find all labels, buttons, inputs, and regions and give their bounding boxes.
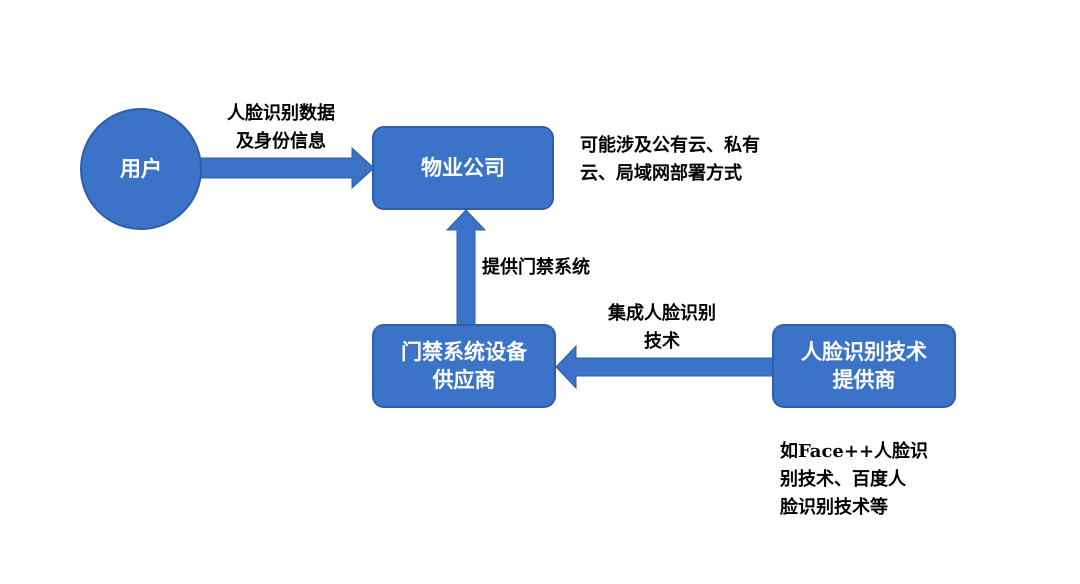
arrow-user-to-property <box>199 146 375 190</box>
edge-label-face-to-access-line-2: 技术 <box>644 331 680 352</box>
node-property-company: 物业公司 <box>372 126 554 210</box>
node-access-control-vendor-line-1: 门禁系统设备 <box>401 340 527 364</box>
arrow-face-to-access <box>555 344 775 390</box>
edge-label-access-to-property: 提供门禁系统 <box>482 254 590 282</box>
note-tech-examples-line-3: 脸识别技术等 <box>780 497 888 518</box>
edge-label-user-to-property-line-2: 及身份信息 <box>236 131 326 152</box>
edge-label-user-to-property: 人脸识别数据 及身份信息 <box>206 100 356 156</box>
edge-label-access-to-property-text: 提供门禁系统 <box>482 257 590 278</box>
node-access-control-vendor-line-2: 供应商 <box>432 368 496 392</box>
note-tech-examples: 如Face++人脸识 别技术、百度人 脸识别技术等 <box>780 438 960 522</box>
node-face-tech-vendor-line-2: 提供商 <box>832 368 896 392</box>
note-deployment-methods: 可能涉及公有云、私有 云、局域网部署方式 <box>580 132 820 188</box>
node-access-control-vendor: 门禁系统设备 供应商 <box>372 324 556 408</box>
node-user-label: 用户 <box>120 157 162 181</box>
note-tech-examples-line-2: 别技术、百度人 <box>780 469 906 490</box>
node-user: 用户 <box>80 108 202 230</box>
note-deployment-methods-line-2: 云、局域网部署方式 <box>580 163 742 184</box>
note-tech-examples-line-1: 如Face++人脸识 <box>780 441 929 462</box>
edge-label-face-to-access-line-1: 集成人脸识别 <box>608 303 716 324</box>
node-property-company-label: 物业公司 <box>421 156 505 180</box>
edge-label-user-to-property-line-1: 人脸识别数据 <box>227 103 335 124</box>
note-deployment-methods-line-1: 可能涉及公有云、私有 <box>580 135 760 156</box>
arrow-access-to-property <box>445 209 487 327</box>
node-face-tech-vendor: 人脸识别技术 提供商 <box>772 324 956 408</box>
node-face-tech-vendor-line-1: 人脸识别技术 <box>801 340 927 364</box>
edge-label-face-to-access: 集成人脸识别 技术 <box>582 300 742 356</box>
